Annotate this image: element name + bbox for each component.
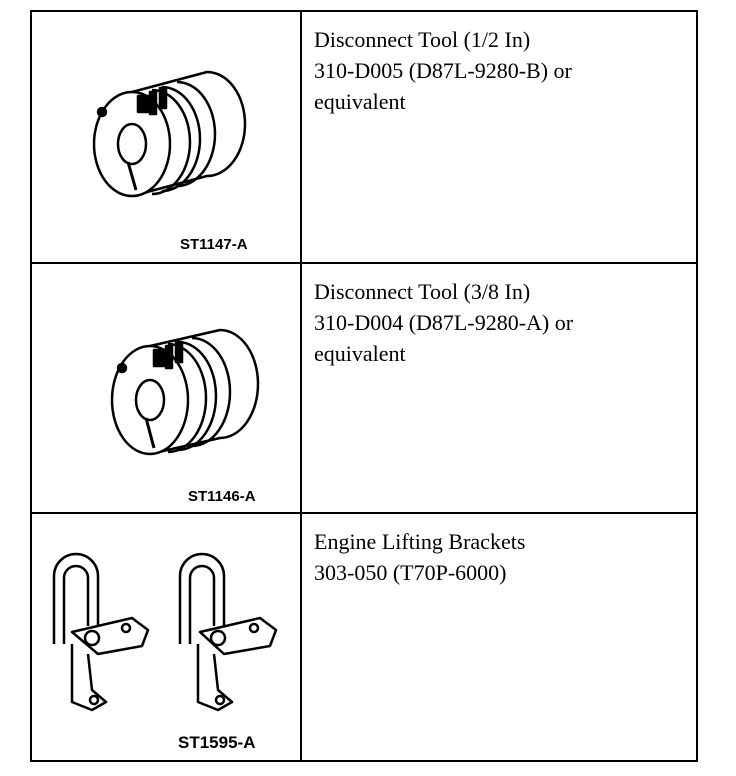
tool-description: Engine Lifting Brackets 303-050 (T70P-60… [302,514,696,588]
lifting-bracket-icon: ST1595-A [52,552,278,752]
tool-illustration-cell: ST1595-A [30,512,302,762]
tool-illustration-cell: ST1147-A [30,10,302,264]
tool-part-number: 310-D004 (D87L-9280-A) or [314,310,574,335]
tool-description-cell: Engine Lifting Brackets 303-050 (T70P-60… [300,512,698,762]
tool-row: ST1595-A Engine Lifting Brackets 303-050… [30,512,698,762]
tool-part-number: 303-050 (T70P-6000) [314,560,507,585]
tool-note: equivalent [314,341,406,366]
figure-code: ST1146-A [188,488,256,505]
tool-note: equivalent [314,89,406,114]
disconnect-tool-icon: ST1147-A [92,70,248,253]
figure-code: ST1147-A [180,236,248,253]
tool-name: Disconnect Tool (1/2 In) [314,27,531,52]
tool-description-cell: Disconnect Tool (1/2 In) 310-D005 (D87L-… [300,10,698,264]
special-tools-table: ST1147-A Disconnect Tool (1/2 In) 310-D0… [30,10,698,762]
tool-name: Disconnect Tool (3/8 In) [314,279,531,304]
tool-part-number: 310-D005 (D87L-9280-B) or [314,58,572,83]
figure-code: ST1595-A [178,733,255,752]
tool-name: Engine Lifting Brackets [314,529,526,554]
tool-description-cell: Disconnect Tool (3/8 In) 310-D004 (D87L-… [300,262,698,514]
disconnect-tool-icon: ST1146-A [110,328,260,505]
tool-row: ST1146-A Disconnect Tool (3/8 In) 310-D0… [30,262,698,514]
tool-description: Disconnect Tool (3/8 In) 310-D004 (D87L-… [302,264,696,369]
tool-description: Disconnect Tool (1/2 In) 310-D005 (D87L-… [302,12,696,117]
tool-row: ST1147-A Disconnect Tool (1/2 In) 310-D0… [30,10,698,264]
tool-illustration-cell: ST1146-A [30,262,302,514]
